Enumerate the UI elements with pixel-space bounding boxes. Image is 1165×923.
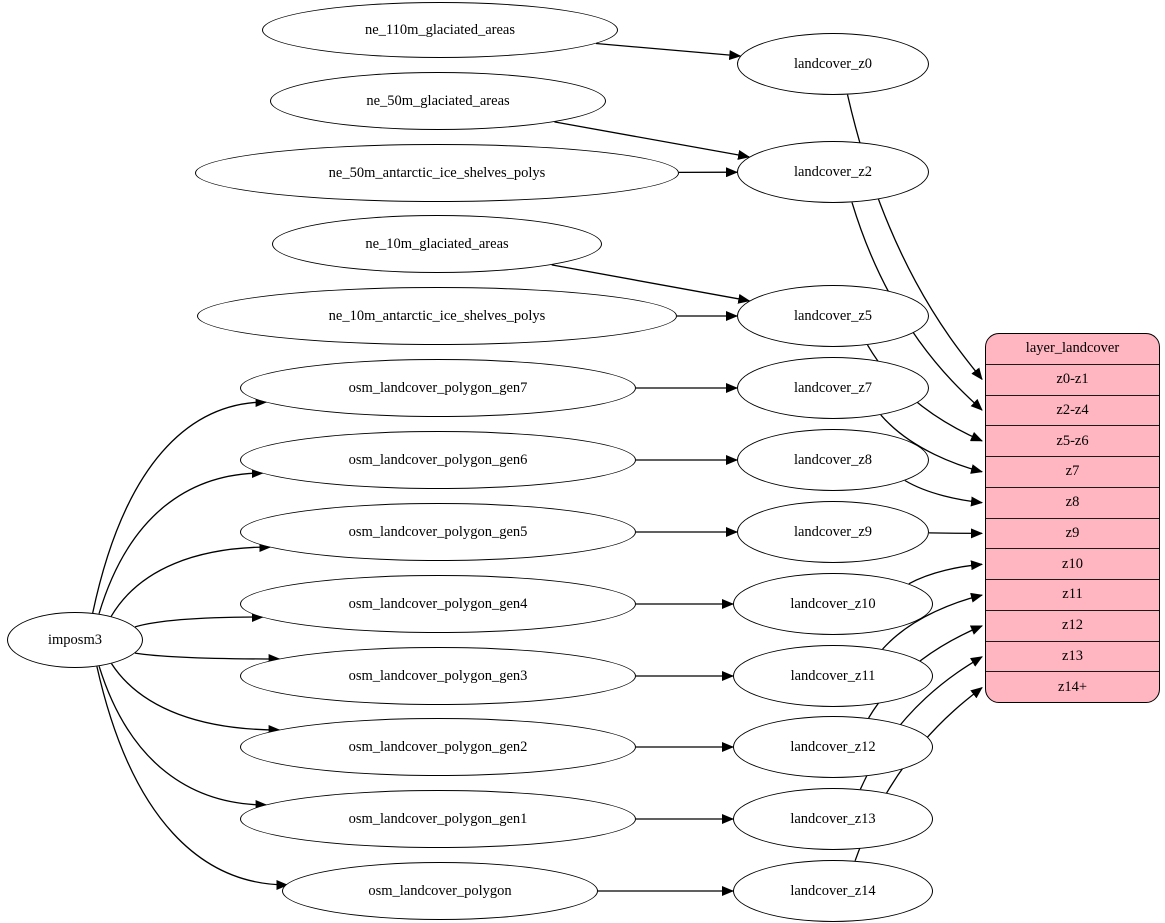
edge-landcover_z10-to-row-z10	[908, 560, 983, 585]
node-osm_landcover_polygon_gen1: osm_landcover_polygon_gen1	[240, 790, 636, 848]
edge-landcover_z9-to-row-z9	[928, 528, 983, 539]
node-landcover_z12: landcover_z12	[733, 716, 933, 778]
edge-imposm3-to-osm_landcover_polygon	[96, 666, 289, 890]
node-ne_50m_antarctic_ice_shelves_polys: ne_50m_antarctic_ice_shelves_polys	[195, 144, 679, 202]
node-landcover_z7: landcover_z7	[737, 357, 929, 419]
table-row-z0-z1: z0-z1	[986, 363, 1159, 395]
node-label: imposm3	[48, 631, 102, 648]
node-label: landcover_z14	[790, 882, 876, 899]
edge-imposm3-to-osm_landcover_polygon_gen2	[110, 663, 281, 735]
edge-landcover_z11-to-row-z11	[882, 592, 983, 650]
edge-ne_10m_glaciated_areas-to-landcover_z5	[551, 264, 751, 304]
node-osm_landcover_polygon_gen6: osm_landcover_polygon_gen6	[240, 431, 636, 489]
node-label: osm_landcover_polygon_gen5	[348, 523, 528, 540]
node-label: ne_110m_glaciated_areas	[364, 21, 516, 38]
node-osm_landcover_polygon_gen4: osm_landcover_polygon_gen4	[240, 575, 636, 633]
edge-imposm3-to-osm_landcover_polygon_gen1	[98, 666, 268, 810]
node-osm_landcover_polygon_gen5: osm_landcover_polygon_gen5	[240, 503, 636, 561]
table-row-z7: z7	[986, 456, 1159, 487]
node-label: osm_landcover_polygon	[368, 882, 512, 899]
node-label: osm_landcover_polygon_gen2	[348, 738, 528, 755]
node-landcover_z11: landcover_z11	[733, 645, 933, 707]
node-landcover_z10: landcover_z10	[733, 573, 933, 635]
table-row-z11: z11	[986, 579, 1159, 610]
node-ne_110m_glaciated_areas: ne_110m_glaciated_areas	[262, 2, 618, 58]
node-label: landcover_z0	[793, 55, 873, 72]
node-landcover_z13: landcover_z13	[733, 788, 933, 850]
node-landcover_z8: landcover_z8	[737, 429, 929, 491]
node-label: osm_landcover_polygon_gen6	[348, 451, 528, 468]
table-row-z9: z9	[986, 517, 1159, 549]
node-osm_landcover_polygon_gen7: osm_landcover_polygon_gen7	[240, 359, 636, 417]
edge-imposm3-to-osm_landcover_polygon_gen4	[134, 612, 264, 628]
edge-imposm3-to-osm_landcover_polygon_gen5	[110, 542, 272, 617]
node-label: landcover_z12	[790, 738, 876, 755]
edge-imposm3-to-osm_landcover_polygon_gen7	[92, 397, 268, 614]
table-title: layer_landcover	[1025, 340, 1120, 357]
node-label: landcover_z2	[793, 163, 873, 180]
node-landcover_z0: landcover_z0	[737, 33, 929, 95]
node-ne_50m_glaciated_areas: ne_50m_glaciated_areas	[270, 72, 606, 130]
table-row-z10: z10	[986, 548, 1159, 579]
node-label: landcover_z7	[793, 379, 873, 396]
node-label: landcover_z13	[790, 810, 876, 827]
edge-ne_50m_glaciated_areas-to-landcover_z2	[554, 121, 751, 160]
table-row-z12: z12	[986, 609, 1159, 641]
node-landcover_z9: landcover_z9	[737, 501, 929, 563]
edge-landcover_z8-to-row-z8	[904, 479, 983, 507]
node-label: ne_10m_antarctic_ice_shelves_polys	[328, 307, 546, 324]
node-label: osm_landcover_polygon_gen7	[348, 379, 528, 396]
node-label: ne_50m_glaciated_areas	[366, 92, 510, 109]
node-osm_landcover_polygon_gen3: osm_landcover_polygon_gen3	[240, 647, 636, 705]
node-label: landcover_z5	[793, 307, 873, 324]
node-label: landcover_z8	[793, 451, 873, 468]
node-osm_landcover_polygon: osm_landcover_polygon	[282, 862, 598, 920]
edge-landcover_z2-to-row-z2-z4	[851, 202, 983, 411]
node-osm_landcover_polygon_gen2: osm_landcover_polygon_gen2	[240, 718, 636, 776]
node-label: landcover_z10	[790, 595, 876, 612]
node-ne_10m_glaciated_areas: ne_10m_glaciated_areas	[272, 215, 602, 273]
node-landcover_z14: landcover_z14	[733, 860, 933, 922]
node-label: osm_landcover_polygon_gen3	[348, 667, 528, 684]
node-imposm3: imposm3	[7, 612, 143, 668]
table-row-z2-z4: z2-z4	[986, 394, 1159, 426]
edge-imposm3-to-osm_landcover_polygon_gen3	[134, 652, 281, 664]
edge-ne_110m_glaciated_areas-to-landcover_z0	[595, 42, 742, 61]
table-row-z13: z13	[986, 640, 1159, 672]
node-ne_10m_antarctic_ice_shelves_polys: ne_10m_antarctic_ice_shelves_polys	[197, 287, 677, 345]
node-label: ne_10m_glaciated_areas	[365, 235, 509, 252]
node-label: ne_50m_antarctic_ice_shelves_polys	[328, 164, 546, 181]
node-landcover_z5: landcover_z5	[737, 285, 929, 347]
node-label: osm_landcover_polygon_gen1	[348, 810, 528, 827]
node-label: osm_landcover_polygon_gen4	[348, 595, 528, 612]
edge-landcover_z7-to-row-z7	[880, 414, 983, 474]
node-landcover_z2: landcover_z2	[737, 141, 929, 203]
table-row-z8: z8	[986, 486, 1159, 518]
edge-imposm3-to-osm_landcover_polygon_gen6	[98, 468, 264, 614]
node-label: landcover_z9	[793, 523, 873, 540]
node-label: landcover_z11	[790, 667, 876, 684]
table-row-z5-z6: z5-z6	[986, 425, 1159, 456]
table-row-z14+: z14+	[986, 671, 1159, 702]
